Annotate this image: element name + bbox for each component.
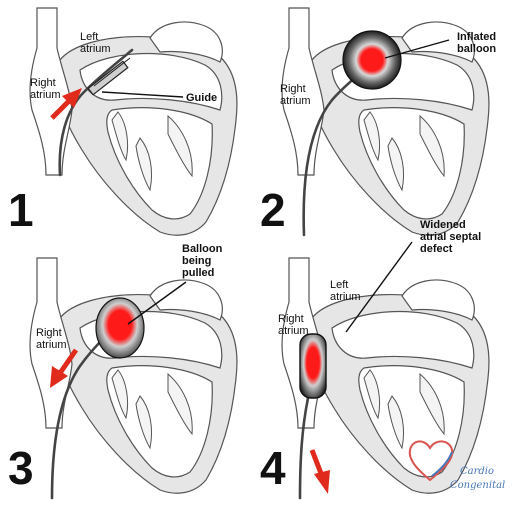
defect-label-line3: defect [420,243,453,255]
panel-3: Balloon being pulled Right atrium 3 [8,243,237,498]
step-number: 4 [260,442,286,494]
logo-text-line1: Cardio [460,466,494,477]
right-atrium-label-line2: atrium [30,89,61,101]
panel-4: Widened atrial septal defect Left atrium… [260,219,489,498]
left-atrium-label-line1: Left [330,279,348,291]
logo-text-line2: Congenital [450,480,505,491]
balloon-label-line1: Inflated [457,31,496,43]
right-atrium-label-line1: Right [30,77,56,89]
balloon-being-pulled [96,298,144,358]
defect-label-line1: Widened [420,219,466,231]
balloon-label-line2: balloon [457,43,496,55]
right-atrium-label-line2: atrium [36,339,67,351]
direction-arrow-down [312,450,330,494]
guide-label: Guide [186,92,217,104]
balloon-label-line1: Balloon [182,243,223,255]
step-number: 1 [8,184,34,236]
balloon-label-line3: pulled [182,267,214,279]
right-atrium-label-line2: atrium [278,325,309,337]
left-atrium-label-line2: atrium [330,291,361,303]
heart-illustration [58,280,237,493]
left-atrium-label-line2: atrium [80,43,111,55]
inflated-balloon [343,31,401,89]
balloon-label-line2: being [182,255,211,267]
right-atrium-label-line1: Right [36,327,62,339]
withdrawn-balloon [300,334,326,398]
right-atrium-label-line2: atrium [280,95,311,107]
panel-1: Guide Left atrium Right atrium 1 [8,8,237,236]
right-atrium-label-line1: Right [278,313,304,325]
step-number: 2 [260,184,286,236]
heart-illustration [310,280,489,493]
defect-label-line2: atrial septal [420,231,481,243]
panel-2: Inflated balloon Right atrium 2 [260,8,496,236]
right-atrium-label-line1: Right [280,83,306,95]
left-atrium-label-line1: Left [80,31,98,43]
step-number: 3 [8,442,34,494]
